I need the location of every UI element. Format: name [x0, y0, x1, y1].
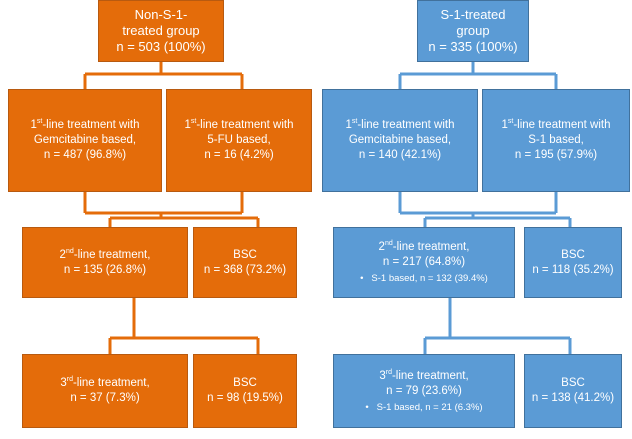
right-bsc2-label: BSC — [561, 377, 585, 389]
left-second-ordinal-suffix: nd — [65, 247, 74, 255]
left-gem-line1: 1st-line treatment with — [13, 118, 157, 133]
left-second-line1-rest: -line treatment, — [73, 248, 151, 261]
right-second-line1-rest: -line treatment, — [392, 241, 470, 253]
left-fu-line2: 5-FU based, — [207, 134, 271, 146]
right-second-line1: 2nd-line treatment, — [338, 240, 510, 255]
left-connector-mid — [83, 192, 260, 227]
non-s1-group-title-line1: Non-S-1- — [134, 7, 188, 22]
right-connector-low — [423, 298, 572, 354]
right-connector-top — [398, 62, 558, 89]
s1-group-count: n = 335 (100%) — [428, 39, 518, 54]
non-s1-group-box: Non-S-1- treated group n = 503 (100%) — [98, 0, 224, 62]
left-second-line1: 2nd-line treatment, — [27, 248, 183, 263]
right-third-ordinal: 3 — [379, 369, 386, 382]
right-second-count: n = 217 (64.8%) — [382, 256, 466, 268]
right-third-count: n = 79 (23.6%) — [386, 384, 462, 397]
left-gem-ordinal-suffix: st — [36, 118, 43, 126]
right-third-line-box: 3rd-line treatment, n = 79 (23.6%) • S-1… — [333, 354, 515, 428]
left-second-line-box: 2nd-line treatment, n = 135 (26.8%) — [22, 227, 188, 298]
right-second-bullet: • S-1 based, n = 132 (39.4%) — [360, 273, 488, 284]
left-fu-ordinal: 1 — [184, 119, 191, 131]
s1-group-box: S-1-treated group n = 335 (100%) — [417, 0, 529, 62]
non-s1-group-title-line2: treated group — [122, 23, 200, 38]
right-third-line1: 3rd-line treatment, — [338, 369, 510, 384]
left-first-line-5fu-box: 1st-line treatment with 5-FU based, n = … — [166, 89, 312, 192]
right-s1-line1-rest: -line treatment with — [513, 119, 611, 131]
left-third-line1: 3rd-line treatment, — [27, 376, 183, 391]
left-third-ordinal: 3 — [60, 377, 67, 389]
right-third-line1-rest: -line treatment, — [391, 369, 469, 382]
right-second-bullet-text: S-1 based, n = 132 (39.4%) — [371, 273, 488, 284]
right-first-line-s1-box: 1st-line treatment with S-1 based, n = 1… — [482, 89, 630, 192]
left-bsc-box-2: BSC n = 98 (19.5%) — [193, 354, 297, 428]
right-second-ordinal: 2 — [378, 241, 385, 253]
left-fu-ordinal-suffix: st — [190, 118, 197, 126]
right-gem-count: n = 140 (42.1%) — [358, 149, 442, 161]
s1-group-title-line2: group — [456, 23, 490, 38]
right-gem-line1-rest: -line treatment with — [357, 119, 455, 131]
left-gem-line2: Gemcitabine based, — [33, 134, 137, 146]
left-second-count: n = 135 (26.8%) — [63, 263, 147, 276]
right-bsc-box-1: BSC n = 118 (35.2%) — [524, 227, 622, 298]
left-third-line-box: 3rd-line treatment, n = 37 (7.3%) — [22, 354, 188, 428]
non-s1-group-count: n = 503 (100%) — [116, 39, 206, 54]
left-bsc-box-1: BSC n = 368 (73.2%) — [193, 227, 297, 298]
left-fu-line1-rest: -line treatment with — [196, 119, 294, 131]
left-third-count: n = 37 (7.3%) — [70, 392, 140, 404]
left-third-ordinal-suffix: rd — [66, 376, 73, 384]
right-s1-line2: S-1 based, — [528, 134, 584, 146]
right-gem-line1: 1st-line treatment with — [327, 118, 473, 133]
right-bsc2-count: n = 138 (41.2%) — [531, 392, 615, 404]
right-gem-ordinal-suffix: st — [351, 118, 358, 126]
left-gem-ordinal: 1 — [30, 119, 37, 131]
right-first-line-gemcitabine-box: 1st-line treatment with Gemcitabine base… — [322, 89, 478, 192]
left-gem-count: n = 487 (96.8%) — [43, 149, 127, 161]
right-second-line-box: 2nd-line treatment, n = 217 (64.8%) • S-… — [333, 227, 515, 298]
left-connector-low — [108, 298, 260, 354]
left-fu-line1: 1st-line treatment with — [171, 118, 307, 133]
right-third-ordinal-suffix: rd — [385, 368, 392, 376]
right-third-bullet-text: S-1 based, n = 21 (6.3%) — [376, 401, 483, 413]
right-s1-ordinal-suffix: st — [507, 118, 514, 126]
left-bsc2-label: BSC — [233, 377, 257, 389]
right-gem-line2: Gemcitabine based, — [348, 134, 452, 146]
right-bsc1-label: BSC — [561, 248, 585, 261]
right-third-bullet: • S-1 based, n = 21 (6.3%) — [365, 401, 483, 413]
left-connector-top — [83, 62, 244, 89]
left-bsc2-count: n = 98 (19.5%) — [207, 392, 283, 404]
right-bsc-box-2: BSC n = 138 (41.2%) — [524, 354, 622, 428]
right-bsc1-count: n = 118 (35.2%) — [532, 263, 614, 276]
right-gem-ordinal: 1 — [345, 119, 352, 131]
right-connector-mid — [398, 192, 572, 227]
left-second-ordinal: 2 — [59, 248, 66, 261]
left-first-line-gemcitabine-box: 1st-line treatment with Gemcitabine base… — [8, 89, 162, 192]
left-gem-line1-rest: -line treatment with — [42, 119, 140, 131]
left-third-line1-rest: -line treatment, — [72, 377, 150, 389]
left-fu-count: n = 16 (4.2%) — [204, 149, 274, 161]
left-bsc1-label: BSC — [233, 248, 257, 261]
left-bsc1-count: n = 368 (73.2%) — [203, 263, 287, 276]
right-second-ordinal-suffix: nd — [384, 240, 393, 248]
right-s1-line1: 1st-line treatment with — [487, 118, 625, 133]
s1-group-title-line1: S-1-treated — [440, 7, 506, 22]
right-s1-count: n = 195 (57.9%) — [514, 149, 598, 161]
right-s1-ordinal: 1 — [501, 119, 508, 131]
